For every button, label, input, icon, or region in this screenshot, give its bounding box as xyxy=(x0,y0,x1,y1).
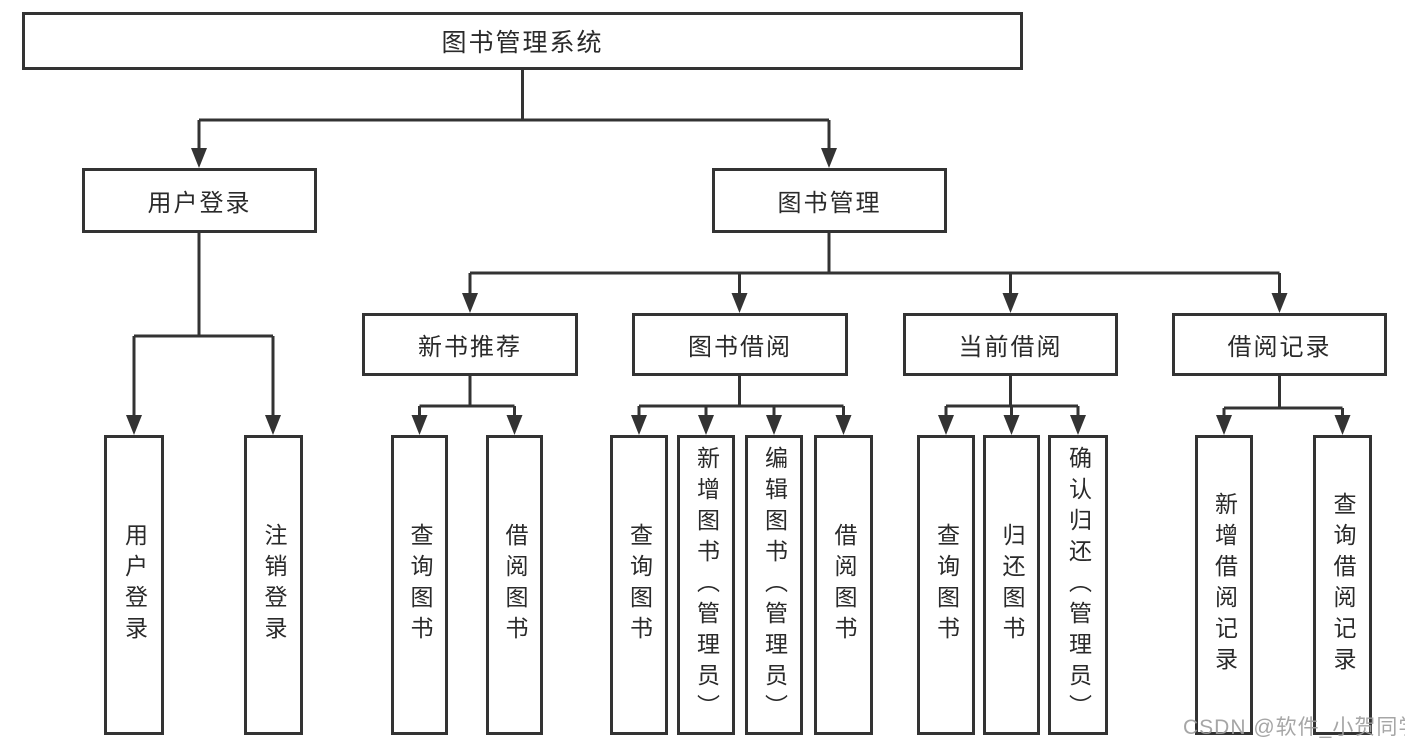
leaf-return-books: 归还图书 xyxy=(983,435,1040,735)
node-label: 归还图书 xyxy=(999,523,1025,647)
node-label: 借阅图书 xyxy=(502,523,528,647)
leaf-borrow-books-recommend: 借阅图书 xyxy=(486,435,543,735)
node-label: 编辑图书（管理员） xyxy=(761,445,788,725)
leaf-query-books-current: 查询图书 xyxy=(917,435,975,735)
leaf-confirm-return-admin: 确认归还（管理员） xyxy=(1048,435,1108,735)
leaf-query-borrowing-record: 查询借阅记录 xyxy=(1313,435,1372,735)
node-book-borrowing: 图书借阅 xyxy=(632,313,848,376)
node-library-management-system: 图书管理系统 xyxy=(22,12,1023,70)
node-book-management-module: 图书管理 xyxy=(712,168,947,233)
node-label: 查询图书 xyxy=(933,523,960,647)
node-label: 新增借阅记录 xyxy=(1211,492,1238,678)
node-label: 图书借阅 xyxy=(688,334,792,361)
leaf-add-books-admin: 新增图书（管理员） xyxy=(677,435,735,735)
node-label: 注销登录 xyxy=(261,523,287,647)
leaf-edit-books-admin: 编辑图书（管理员） xyxy=(745,435,803,735)
node-label: 查询借阅记录 xyxy=(1330,492,1356,678)
node-user-login-module: 用户登录 xyxy=(82,168,317,233)
leaf-borrow-books-borrowing: 借阅图书 xyxy=(814,435,873,735)
node-label: 用户登录 xyxy=(147,190,252,217)
leaf-logout: 注销登录 xyxy=(244,435,303,735)
node-label: 用户登录 xyxy=(121,523,148,647)
node-current-borrowing: 当前借阅 xyxy=(903,313,1118,376)
node-label: 当前借阅 xyxy=(958,334,1063,361)
node-borrowing-records: 借阅记录 xyxy=(1172,313,1387,376)
node-label: 图书管理系统 xyxy=(441,29,604,57)
node-label: 查询图书 xyxy=(626,523,653,647)
node-label: 确认归还（管理员） xyxy=(1065,445,1092,725)
leaf-query-books-recommend: 查询图书 xyxy=(391,435,448,735)
node-label: 查询图书 xyxy=(407,523,433,647)
leaf-query-books-borrowing: 查询图书 xyxy=(610,435,668,735)
node-label: 图书管理 xyxy=(777,190,882,217)
node-label: 借阅图书 xyxy=(831,523,857,647)
node-new-book-recommendation: 新书推荐 xyxy=(362,313,578,376)
leaf-add-borrowing-record: 新增借阅记录 xyxy=(1195,435,1253,735)
node-label: 新书推荐 xyxy=(418,334,522,361)
node-label: 借阅记录 xyxy=(1227,334,1332,361)
csdn-watermark: CSDN @软件_小贺同学 xyxy=(1183,716,1405,739)
leaf-user-login: 用户登录 xyxy=(104,435,164,735)
node-label: 新增图书（管理员） xyxy=(693,445,720,725)
